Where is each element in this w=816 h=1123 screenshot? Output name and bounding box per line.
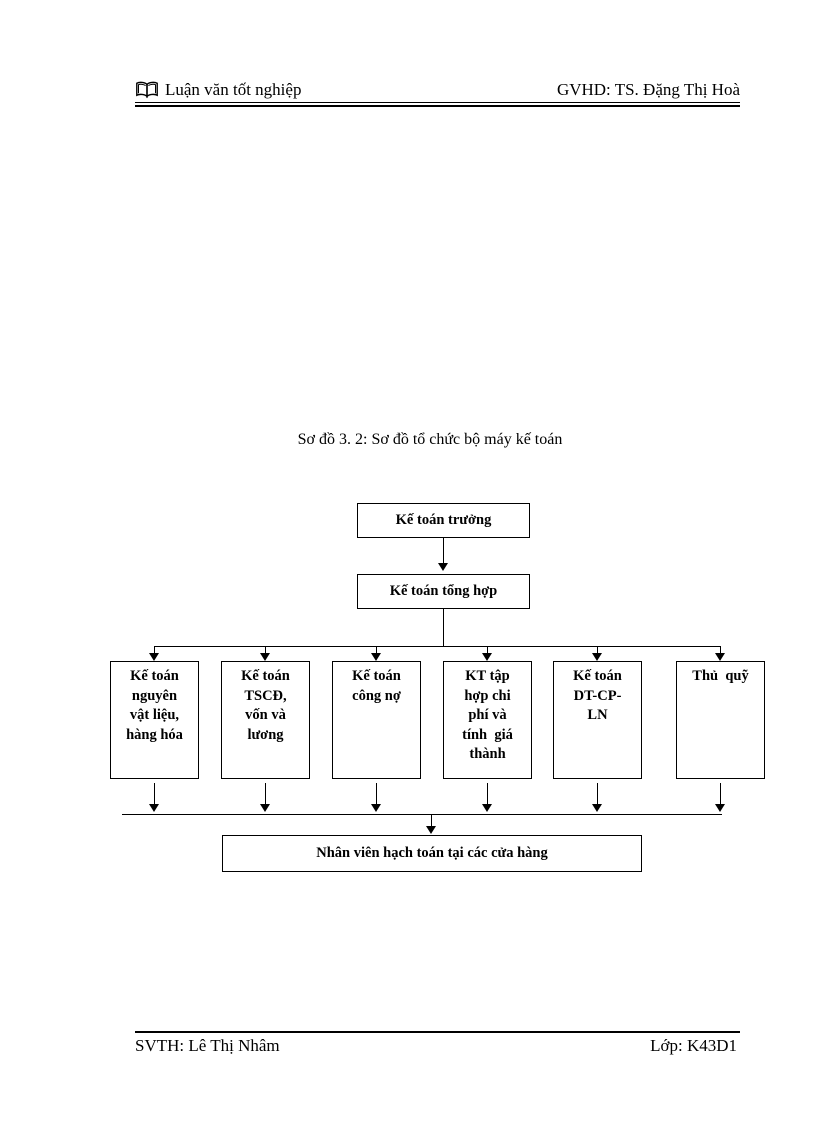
header-rule [135, 105, 740, 107]
arrowhead-drop-1 [149, 653, 159, 661]
org-box-cost-pricing: KT tập hợp chi phí và tính giá thành [443, 661, 532, 779]
footer-rule [135, 1031, 740, 1033]
connector-down-2 [265, 783, 267, 804]
connector-drop-3 [376, 646, 378, 654]
header-left-text: Luận văn tốt nghiệp [165, 80, 302, 99]
arrowhead-drop-6 [715, 653, 725, 661]
org-box-chief-accountant: Kế toán trưởng [357, 503, 530, 538]
connector-drop-2 [265, 646, 267, 654]
connector-down-4 [487, 783, 489, 804]
connector-bottom-rail [122, 814, 722, 816]
arrowhead-drop-3 [371, 653, 381, 661]
connector-staff-stem [431, 815, 433, 827]
arrowhead-drop-5 [592, 653, 602, 661]
org-box-label: Kế toán trưởng [395, 512, 492, 528]
diagram-caption: Sơ đồ 3. 2: Sơ đồ tổ chức bộ máy kế toán [297, 431, 563, 448]
org-box-general-accountant: Kế toán tổng hợp [357, 574, 530, 609]
org-box-store-staff: Nhân viên hạch toán tại các cửa hàng [222, 835, 642, 872]
header-left: Luận văn tốt nghiệp [135, 80, 301, 100]
org-box-revenue: Kế toán DT-CP- LN [553, 661, 642, 779]
arrowhead-down-2 [260, 804, 270, 812]
arrowhead-drop-4 [482, 653, 492, 661]
connector-chief-general [443, 538, 445, 563]
arrowhead-chief-general [438, 563, 448, 571]
org-box-materials-goods: Kế toán nguyên vật liệu, hàng hóa [110, 661, 199, 779]
footer-left-text: SVTH: Lê Thị Nhâm [135, 1036, 280, 1055]
footer-right-text: Lớp: K43D1 [650, 1036, 737, 1055]
connector-down-6 [720, 783, 722, 804]
arrowhead-drop-2 [260, 653, 270, 661]
org-box-cashier: Thủ quỹ [676, 661, 765, 779]
header-right-text: GVHD: TS. Đặng Thị Hoà [556, 80, 740, 99]
connector-drop-5 [597, 646, 599, 654]
open-book-icon [135, 81, 159, 99]
connector-down-1 [154, 783, 156, 804]
page-header: Luận văn tốt nghiệp GVHD: TS. Đặng Thị H… [135, 80, 740, 103]
org-box-fixed-assets: Kế toán TSCĐ, vốn và lương [221, 661, 310, 779]
arrowhead-down-6 [715, 804, 725, 812]
connector-down-5 [597, 783, 599, 804]
connector-general-stem [443, 609, 445, 646]
connector-drop-4 [487, 646, 489, 654]
arrowhead-down-4 [482, 804, 492, 812]
connector-drop-6 [720, 646, 722, 654]
org-box-label: Kế toán tổng hợp [389, 583, 498, 599]
page-footer: SVTH: Lê Thị Nhâm Lớp: K43D1 [135, 1036, 737, 1056]
arrowhead-down-3 [371, 804, 381, 812]
arrowhead-down-5 [592, 804, 602, 812]
org-box-debt: Kế toán công nợ [332, 661, 421, 779]
connector-drop-1 [154, 646, 156, 654]
arrowhead-down-1 [149, 804, 159, 812]
org-box-label: Nhân viên hạch toán tại các cửa hàng [316, 845, 548, 861]
connector-down-3 [376, 783, 378, 804]
connector-top-rail [154, 646, 721, 648]
arrowhead-staff [426, 826, 436, 834]
